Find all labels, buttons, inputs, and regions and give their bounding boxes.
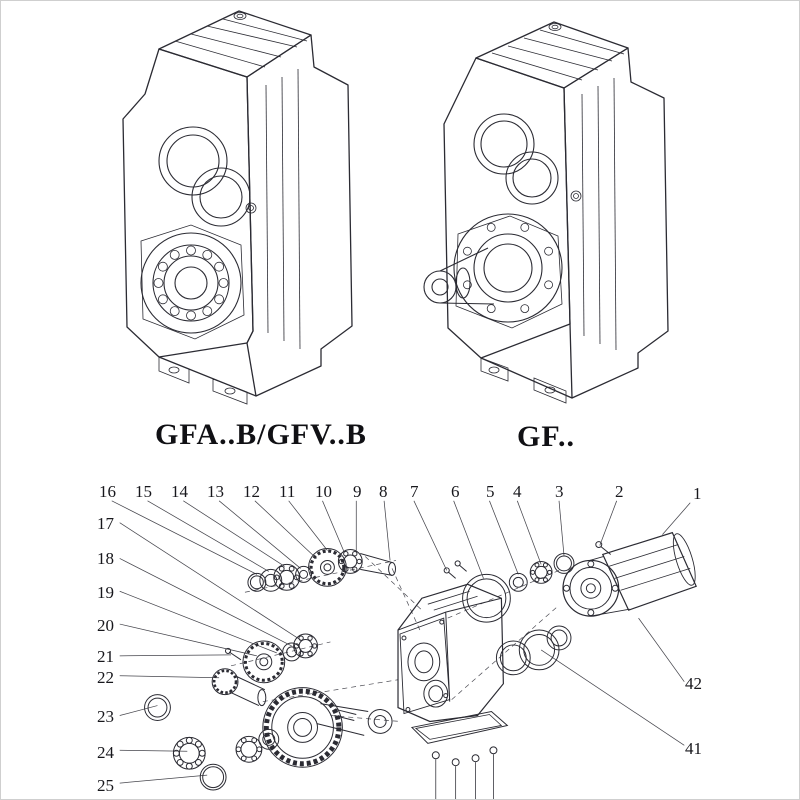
callout-2: 2: [615, 482, 624, 501]
callout-14: 14: [171, 482, 188, 501]
gearbox-drawing-gf: [423, 21, 669, 404]
model-label-gfa-gfv: GFA..B/GFV..B: [155, 418, 367, 451]
callout-10: 10: [315, 482, 332, 501]
callout-11: 11: [279, 482, 296, 501]
callout-19: 19: [97, 583, 114, 602]
callout-22: 22: [97, 668, 114, 687]
callout-1: 1: [693, 484, 702, 503]
callout-18: 18: [97, 549, 114, 568]
callout-4: 4: [513, 482, 522, 501]
callout-8: 8: [379, 482, 388, 501]
callout-16: 16: [99, 482, 116, 501]
model-label-gf: GF..: [517, 420, 575, 453]
callout-12: 12: [243, 482, 260, 501]
gearbox-drawing-gfa-gfv: [122, 10, 353, 405]
callout-23: 23: [97, 707, 114, 726]
callout-9: 9: [353, 482, 362, 501]
callout-25: 25: [97, 776, 114, 795]
callout-42: 42: [685, 674, 702, 693]
exploded-view-drawing: [111, 500, 698, 799]
callout-17: 17: [97, 514, 114, 533]
callout-5: 5: [486, 482, 495, 501]
callout-3: 3: [555, 482, 564, 501]
callout-20: 20: [97, 616, 114, 635]
callout-7: 7: [410, 482, 419, 501]
callout-21: 21: [97, 647, 114, 666]
callout-13: 13: [207, 482, 224, 501]
callout-41: 41: [685, 739, 702, 758]
callout-15: 15: [135, 482, 152, 501]
callout-6: 6: [451, 482, 460, 501]
callout-24: 24: [97, 743, 114, 762]
